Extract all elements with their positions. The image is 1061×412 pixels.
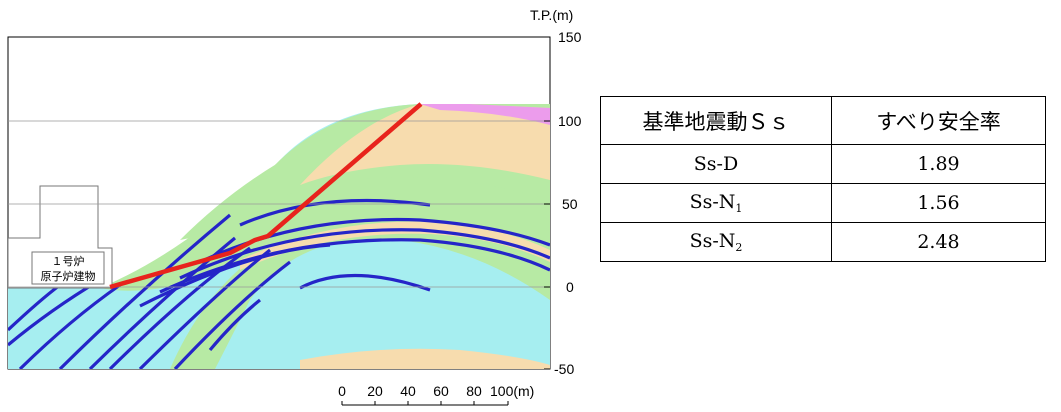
header-ground-motion: 基準地震動Ｓｓ [600,96,832,145]
y-tick-label: -50 [554,361,574,377]
table-header-row: 基準地震動Ｓｓ すべり安全率 [600,96,1046,145]
table-row: Ss-D 1.89 [600,144,1046,184]
scale-label: 80 [466,383,482,399]
y-tick-label: 0 [566,279,574,295]
ground-motion-cell: Ss-N1 [600,183,832,223]
ground-motion-name: Ss-D [693,153,739,175]
table-row: Ss-N2 2.48 [600,222,1046,262]
weak-layer-line [173,260,291,369]
y-tick-label: 50 [562,196,578,212]
safety-factor-cell: 1.89 [831,144,1046,184]
scale-label: 100(m) [490,383,534,399]
ground-motion-name: Ss-N [689,230,736,252]
weak-layer-line [208,298,261,352]
y-tick-label: 150 [558,29,582,45]
tan-layer [300,104,550,185]
tan-band-2 [300,348,550,369]
ground-motion-subscript: 2 [735,241,743,254]
y-unit-label: T.P.(m) [530,7,573,23]
scale-label: 0 [338,383,346,399]
weak-layer-line [239,198,431,227]
safety-factor-table: 基準地震動Ｓｓ すべり安全率 Ss-D 1.89 Ss-N1 1.56 Ss-N… [600,96,1046,262]
y-tick-label: 100 [558,113,582,129]
elevation-gridlines [8,120,550,288]
reactor-building-label-box [31,251,105,285]
header-safety-factor: すべり安全率 [831,96,1046,145]
weak-layer-line [18,283,121,369]
sliding-surface-line [109,102,423,290]
pink-layer [420,104,550,125]
weak-layer-line [139,243,331,308]
weak-layer-line [138,248,271,369]
weak-layer-line [58,213,232,369]
weak-layer-line [88,236,237,369]
scale-label: 60 [433,383,449,399]
weak-layer-line [299,273,431,292]
ground-motion-cell: Ss-D [600,144,832,184]
ground-motion-name: Ss-N [689,191,736,213]
y-axis [544,36,550,370]
safety-factor-cell: 1.56 [831,183,1046,223]
building-label-line2: 原子炉建物 [41,269,96,283]
ground-motion-cell: Ss-N2 [600,222,832,262]
geological-cross-section: １号炉 原子炉建物 T.P.(m) 150 100 50 0 -50 0 20 … [7,7,582,406]
ground-motion-subscript: 1 [735,202,743,215]
building-label-line1: １号炉 [52,255,85,268]
safety-factor-cell: 2.48 [831,222,1046,262]
tan-band-1 [240,221,550,270]
scale-bar [341,401,509,406]
weak-layer-line [108,246,251,369]
table-row: Ss-N1 1.56 [600,183,1046,223]
scale-label: 40 [400,383,416,399]
scale-label: 20 [367,383,383,399]
